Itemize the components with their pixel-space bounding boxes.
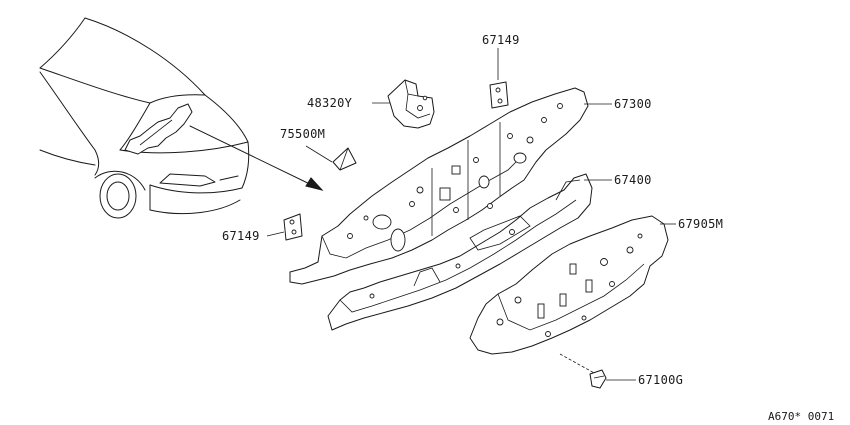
label-75500M: 75500M [280, 127, 325, 141]
part-67100G-clip[interactable] [589, 369, 607, 389]
diagram-reference-code: A670* 0071 [768, 410, 834, 423]
part-67300-dash-panel[interactable] [289, 87, 589, 285]
part-48320Y-bracket[interactable] [387, 79, 435, 129]
label-48320Y: 48320Y [307, 96, 353, 110]
car-outline-illustration [39, 17, 250, 219]
label-67100G: 67100G [638, 373, 683, 387]
leader-75500M [305, 145, 333, 163]
label-67149-left: 67149 [222, 229, 260, 243]
part-67149-top-pad[interactable] [489, 81, 509, 109]
part-67149-left-pad[interactable] [283, 213, 303, 241]
label-67149-top: 67149 [482, 33, 520, 47]
clip-insertion-line [559, 353, 597, 375]
part-67905M-dash-insulator[interactable] [469, 215, 669, 355]
leader-67149-left [266, 231, 285, 237]
location-arrow [189, 125, 324, 191]
label-67300: 67300 [614, 97, 652, 111]
part-75500M-insulator[interactable] [332, 147, 357, 171]
label-67905M: 67905M [678, 217, 723, 231]
label-67400: 67400 [614, 173, 652, 187]
part-67400-cowl-member[interactable] [327, 173, 593, 331]
